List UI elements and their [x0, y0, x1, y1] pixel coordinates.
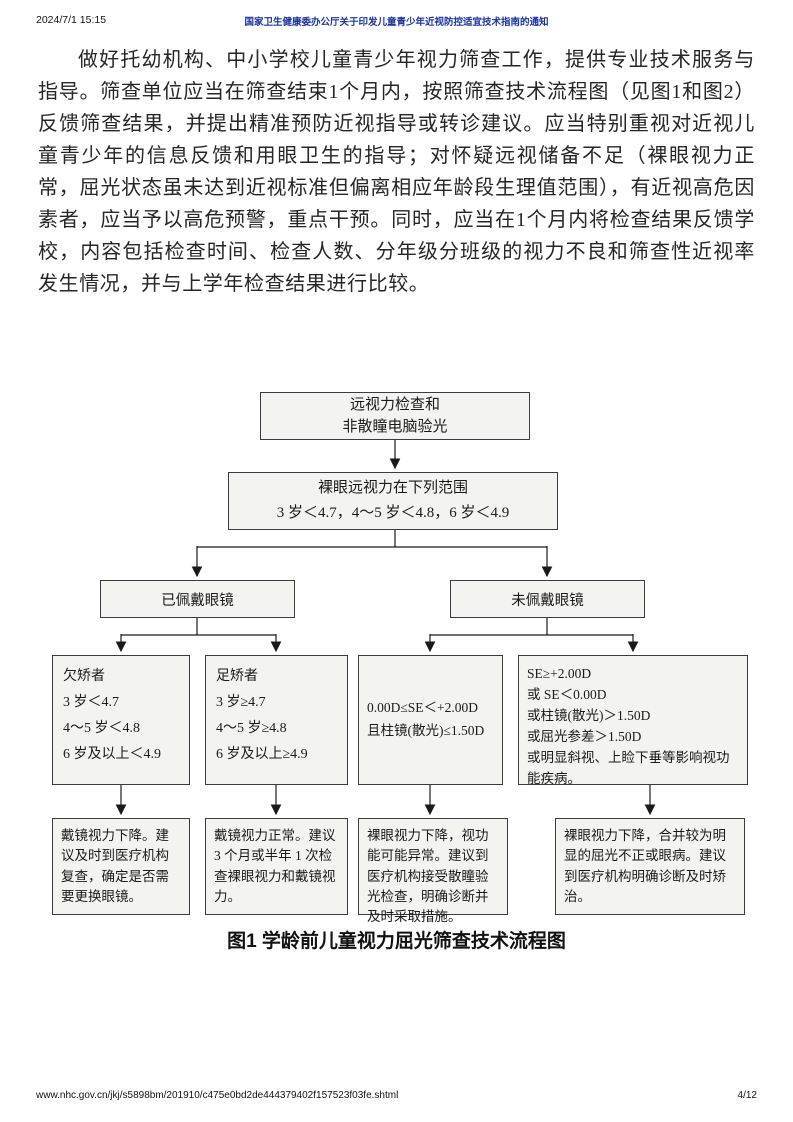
flowchart-connectors [115, 440, 656, 816]
flowchart-node-without-glasses: 未佩戴眼镜 [450, 580, 645, 618]
node-range-label: 裸眼远视力在下列范围 3 岁＜4.7，4～5 岁＜4.8，6 岁＜4.9 [276, 479, 510, 522]
flowchart-node-start: 远视力检查和 非散瞳电脑验光 [260, 392, 530, 440]
flowchart: 远视力检查和 非散瞳电脑验光 裸眼远视力在下列范围 3 岁＜4.7，4～5 岁＜… [0, 385, 793, 930]
flowchart-node-uncorrected-va-range: 裸眼远视力在下列范围 3 岁＜4.7，4～5 岁＜4.8，6 岁＜4.9 [228, 472, 558, 530]
footer-url: www.nhc.gov.cn/jkj/s5898bm/201910/c475e0… [36, 1090, 399, 1101]
flowchart-node-with-glasses: 已佩戴眼镜 [100, 580, 295, 618]
advice-fully-corrected-label: 戴镜视力正常。建议 3 个月或半年 1 次检查裸眼视力和戴镜视力。 [214, 828, 336, 904]
node-without-glasses-label: 未佩戴眼镜 [511, 592, 584, 609]
node-fully-corrected-label: 足矫者 3 岁≥4.7 4～5 岁≥4.8 6 岁及以上≥4.9 [216, 669, 308, 762]
node-refraction-abnormal-label: SE≥+2.00D 或 SE＜0.00D 或柱镜(散光)＞1.50D 或屈光参差… [527, 666, 730, 786]
figure-caption: 图1 学龄前儿童视力屈光筛查技术流程图 [227, 931, 566, 952]
flowchart-node-advice-refraction-abnormal: 裸眼视力下降，合并较为明显的屈光不正或眼病。建议到医疗机构明确诊断及时矫治。 [555, 818, 745, 915]
node-start-label: 远视力检查和 非散瞳电脑验光 [342, 396, 448, 436]
advice-under-corrected-label: 戴镜视力下降。建议及时到医疗机构复查，确定是否需要更换眼镜。 [61, 828, 169, 904]
advice-refraction-abnormal-label: 裸眼视力下降，合并较为明显的屈光不正或眼病。建议到医疗机构明确诊断及时矫治。 [564, 828, 726, 904]
flowchart-node-advice-under-corrected: 戴镜视力下降。建议及时到医疗机构复查，确定是否需要更换眼镜。 [52, 818, 190, 915]
header-datetime: 2024/7/1 15:15 [36, 14, 107, 26]
node-under-corrected-label: 欠矫者 3 岁＜4.7 4～5 岁＜4.8 6 岁及以上＜4.9 [63, 669, 161, 762]
flowchart-node-refraction-normal: 0.00D≤SE＜+2.00D 且柱镜(散光)≤1.50D [358, 655, 503, 785]
flowchart-node-refraction-abnormal: SE≥+2.00D 或 SE＜0.00D 或柱镜(散光)＞1.50D 或屈光参差… [518, 655, 748, 786]
page-number: 4/12 [737, 1090, 757, 1101]
node-refraction-normal-label: 0.00D≤SE＜+2.00D 且柱镜(散光)≤1.50D [367, 700, 485, 738]
advice-refraction-normal-label: 裸眼视力下降，视功能可能异常。建议到医疗机构接受散瞳验光检查，明确诊断并及时采取… [367, 828, 489, 924]
flowchart-node-advice-refraction-normal: 裸眼视力下降，视功能可能异常。建议到医疗机构接受散瞳验光检查，明确诊断并及时采取… [358, 818, 508, 924]
document-title: 国家卫生健康委办公厅关于印发儿童青少年近视防控适宜技术指南的通知 [244, 17, 549, 28]
body-paragraph: 做好托幼机构、中小学校儿童青少年视力筛查工作，提供专业技术服务与指导。筛查单位应… [38, 49, 755, 295]
flowchart-node-advice-fully-corrected: 戴镜视力正常。建议 3 个月或半年 1 次检查裸眼视力和戴镜视力。 [205, 818, 348, 915]
flowchart-node-fully-corrected: 足矫者 3 岁≥4.7 4～5 岁≥4.8 6 岁及以上≥4.9 [205, 655, 348, 785]
flowchart-node-under-corrected: 欠矫者 3 岁＜4.7 4～5 岁＜4.8 6 岁及以上＜4.9 [52, 655, 190, 785]
node-with-glasses-label: 已佩戴眼镜 [161, 592, 234, 609]
